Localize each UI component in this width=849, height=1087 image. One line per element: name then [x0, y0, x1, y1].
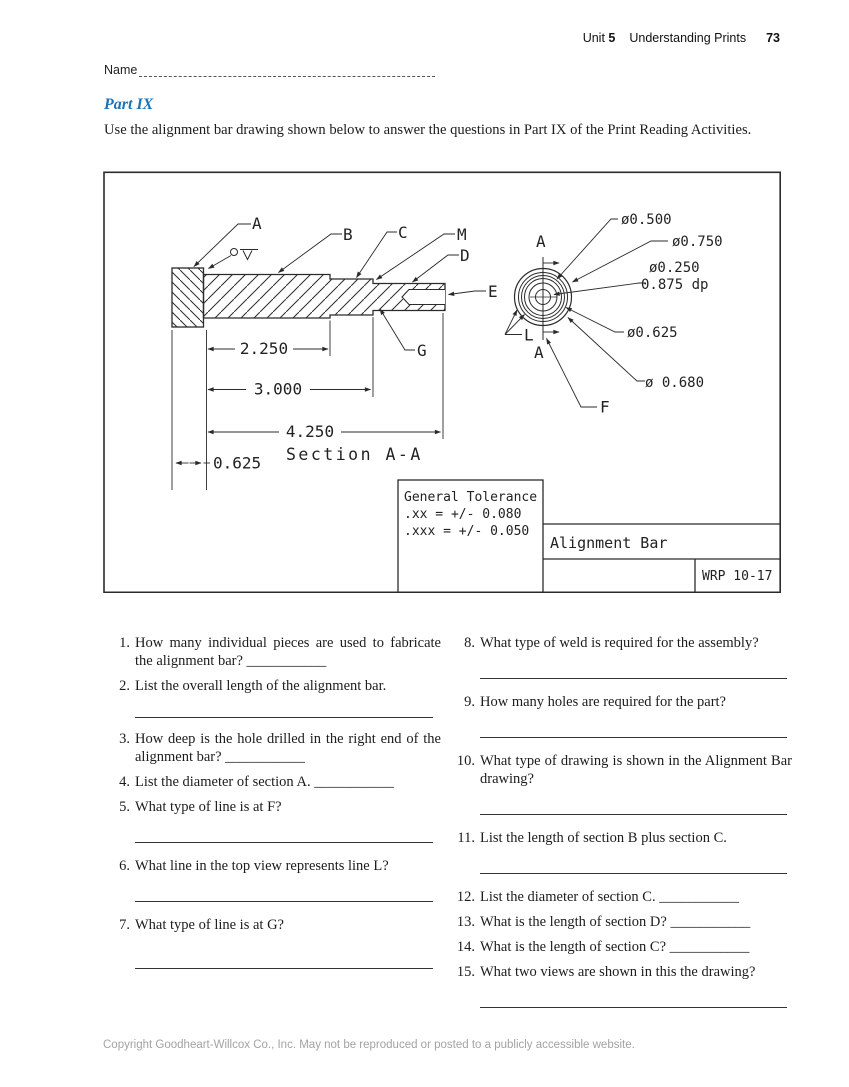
part-name: Alignment Bar: [550, 534, 667, 552]
answer-blank-q9: [480, 725, 787, 738]
answer-blank-q10: [480, 802, 787, 815]
end-plate: [171, 267, 205, 328]
cutting-plane-label-bottom: A: [534, 343, 544, 362]
dimension-lines: [175, 346, 442, 466]
part-title: Part IX: [104, 96, 154, 113]
question-15: 15. What two views are shown in this the…: [456, 964, 756, 980]
dim-0625: 0.625: [213, 454, 261, 473]
callout-m: M: [457, 225, 467, 244]
callout-g: G: [417, 341, 427, 360]
tolerance-title: General Tolerance: [404, 490, 537, 505]
question-12: 12. List the diameter of section C. ____…: [456, 889, 739, 905]
page-number: 73: [766, 31, 780, 45]
questions-left-column: 1. How many individual pieces are used t…: [112, 634, 441, 983]
question-2: 2. List the overall length of the alignm…: [119, 678, 387, 694]
callout-f: F: [600, 398, 610, 417]
copyright-footer: Copyright Goodheart-Willcox Co., Inc. Ma…: [103, 1039, 635, 1051]
dim-2250: 2.250: [240, 339, 288, 358]
question-3: 3. How deep is the hole drilled in the r…: [119, 731, 441, 765]
dim-3000: 3.000: [254, 380, 302, 399]
question-13: 13. What is the length of section D? ___…: [456, 914, 751, 930]
question-1: 1. How many individual pieces are used t…: [119, 635, 441, 669]
question-5: 5. What type of line is at F?: [119, 799, 282, 815]
title-block: [397, 479, 780, 593]
callout-b: B: [343, 225, 353, 244]
callout-c: C: [398, 223, 408, 242]
stepped-bar: [202, 273, 446, 319]
dia-0250: ø0.250: [649, 260, 700, 276]
question-7: 7. What type of line is at G?: [119, 917, 284, 933]
tolerance-xxx: .xxx = +/- 0.050: [404, 524, 529, 539]
question-9: 9. How many holes are required for the p…: [464, 694, 726, 710]
question-6: 6. What line in the top view represents …: [119, 858, 389, 874]
question-4: 4. List the diameter of section A. _____…: [119, 774, 394, 790]
callout-l: L: [524, 326, 534, 345]
dia-0750: ø0.750: [672, 234, 723, 250]
answer-blank-q7: [135, 956, 433, 969]
cutting-plane-line: [530, 257, 560, 340]
dia-0625: ø0.625: [627, 325, 678, 341]
dim-4250: 4.250: [286, 422, 334, 441]
dia-0500: ø0.500: [621, 212, 672, 228]
question-11: 11. List the length of section B plus se…: [457, 830, 727, 846]
section-label: Section A-A: [286, 445, 423, 464]
name-blank-line: [139, 76, 435, 77]
doc-title: Understanding Prints: [629, 31, 747, 45]
leader-lines-side: [193, 223, 486, 351]
callout-d: D: [460, 246, 470, 265]
dia-0680: ø 0.680: [645, 375, 704, 391]
alignment-bar-drawing: 2.250 3.000 4.250 0.625 Section A-A A B …: [103, 171, 782, 594]
question-8: 8. What type of weld is required for the…: [464, 635, 759, 651]
leader-lines-end: [504, 218, 668, 408]
answer-blank-q6: [135, 889, 433, 902]
intro-text: Use the alignment bar drawing shown belo…: [104, 122, 752, 138]
answer-blank-q15: [480, 995, 787, 1008]
answer-blank-q5: [135, 830, 433, 843]
page-header: Unit 5 Understanding Prints 73: [583, 31, 780, 45]
question-14: 14. What is the length of section C? ___…: [456, 939, 750, 955]
section-view: [171, 267, 446, 328]
callout-e: E: [488, 282, 498, 301]
tolerance-xx: .xx = +/- 0.080: [404, 507, 521, 522]
answer-blank-q2: [135, 705, 433, 718]
drawing-number: WRP 10-17: [702, 569, 772, 584]
unit-label: Unit: [582, 31, 605, 45]
unit-number: 5: [608, 31, 616, 45]
questions-right-column: 8. What type of weld is required for the…: [450, 634, 792, 1022]
question-10: 10. What type of drawing is shown in the…: [456, 753, 792, 787]
drilled-hole: [401, 288, 445, 306]
cutting-plane-label-top: A: [536, 232, 546, 251]
weld-symbol: [207, 248, 258, 269]
dia-0250-depth: 0.875 dp: [641, 277, 708, 293]
callout-a: A: [252, 214, 262, 233]
name-label: Name: [104, 63, 138, 77]
answer-blank-q11: [480, 861, 787, 874]
answer-blank-q8: [480, 666, 787, 679]
